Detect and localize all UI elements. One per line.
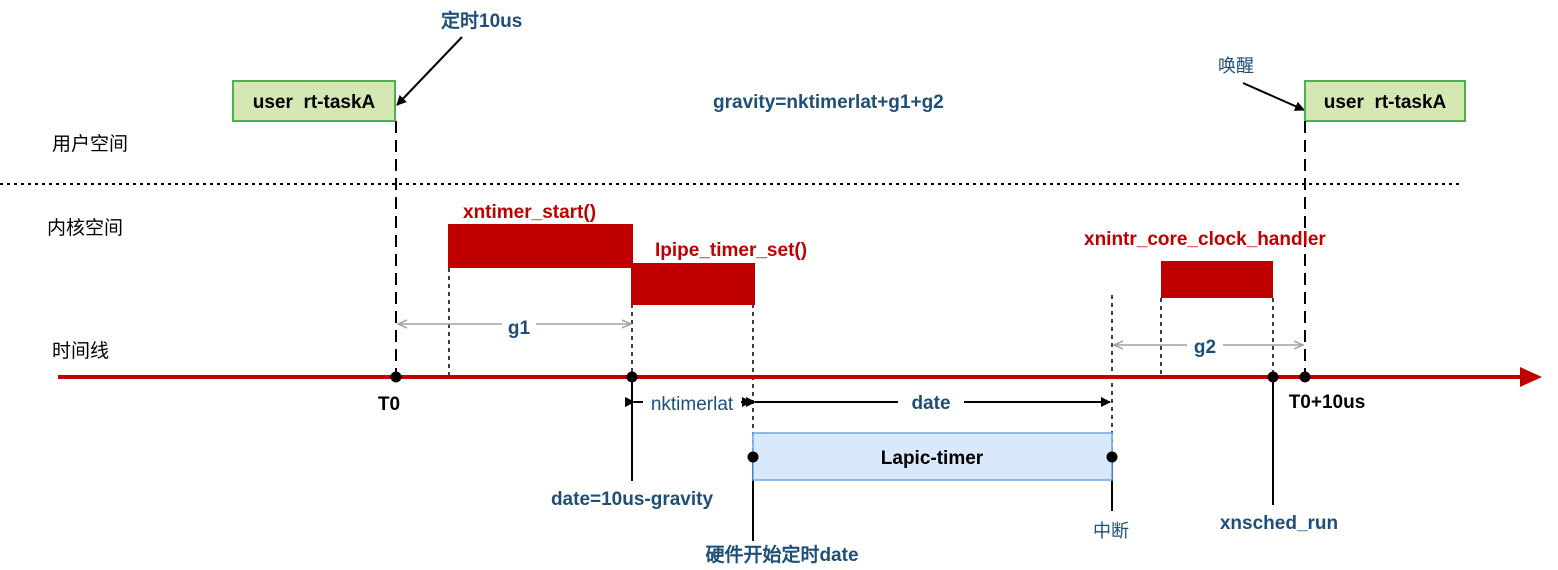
xntimer-start-label: xntimer_start() bbox=[463, 202, 596, 223]
timeline-arrowhead bbox=[1520, 367, 1542, 387]
xntimer-start-block bbox=[448, 224, 633, 268]
user-task-left bbox=[232, 80, 396, 122]
timer-annotation-arrow bbox=[396, 36, 463, 106]
t0-plus-label: T0+10us bbox=[1289, 392, 1366, 413]
t0-plus-point bbox=[1299, 371, 1311, 383]
xnintr-handler-block bbox=[1161, 261, 1273, 298]
g1-label: g1 bbox=[508, 318, 531, 339]
gravity-formula: gravity=nktimerlat+g1+g2 bbox=[713, 92, 944, 113]
ipipe-timer-set-block bbox=[631, 263, 755, 305]
wakeup-annotation-arrow bbox=[1242, 82, 1305, 111]
date-formula-label: date=10us-gravity bbox=[551, 489, 714, 510]
user-task-right bbox=[1304, 80, 1466, 122]
interrupt-label: 中断 bbox=[1093, 521, 1129, 542]
g2-label: g2 bbox=[1194, 337, 1216, 358]
user-space-label: 用户空间 bbox=[52, 133, 128, 155]
lapic-end-point bbox=[1106, 451, 1118, 463]
timeline-label: 时间线 bbox=[52, 340, 109, 362]
user-task-right-label: user rt-taskA bbox=[1324, 92, 1447, 113]
wakeup-annotation: 唤醒 bbox=[1218, 56, 1254, 77]
timer-10us-annotation: 定时10us bbox=[441, 9, 522, 32]
xnintr-handler-label: xnintr_core_clock_handler bbox=[1084, 229, 1326, 250]
lapic-timer-label: Lapic-timer bbox=[881, 448, 984, 469]
nktimerlat-label: nktimerlat bbox=[651, 394, 734, 415]
xnsched-run-label: xnsched_run bbox=[1220, 513, 1338, 534]
hw-start-label: 硬件开始定时date bbox=[705, 543, 858, 566]
date-label-bg bbox=[898, 390, 964, 414]
g1-label-bg bbox=[502, 314, 536, 336]
nktimerlat-label-bg bbox=[643, 392, 741, 414]
t0-label: T0 bbox=[378, 394, 400, 415]
user-task-left-label: user rt-taskA bbox=[253, 92, 376, 113]
kernel-space-label: 内核空间 bbox=[47, 217, 123, 239]
ipipe-timer-set-label: Ipipe_timer_set() bbox=[655, 240, 807, 261]
lapic-start-point bbox=[747, 451, 759, 463]
g2-label-bg bbox=[1187, 335, 1223, 357]
t0-point bbox=[390, 371, 402, 383]
date-label: date bbox=[911, 393, 950, 414]
